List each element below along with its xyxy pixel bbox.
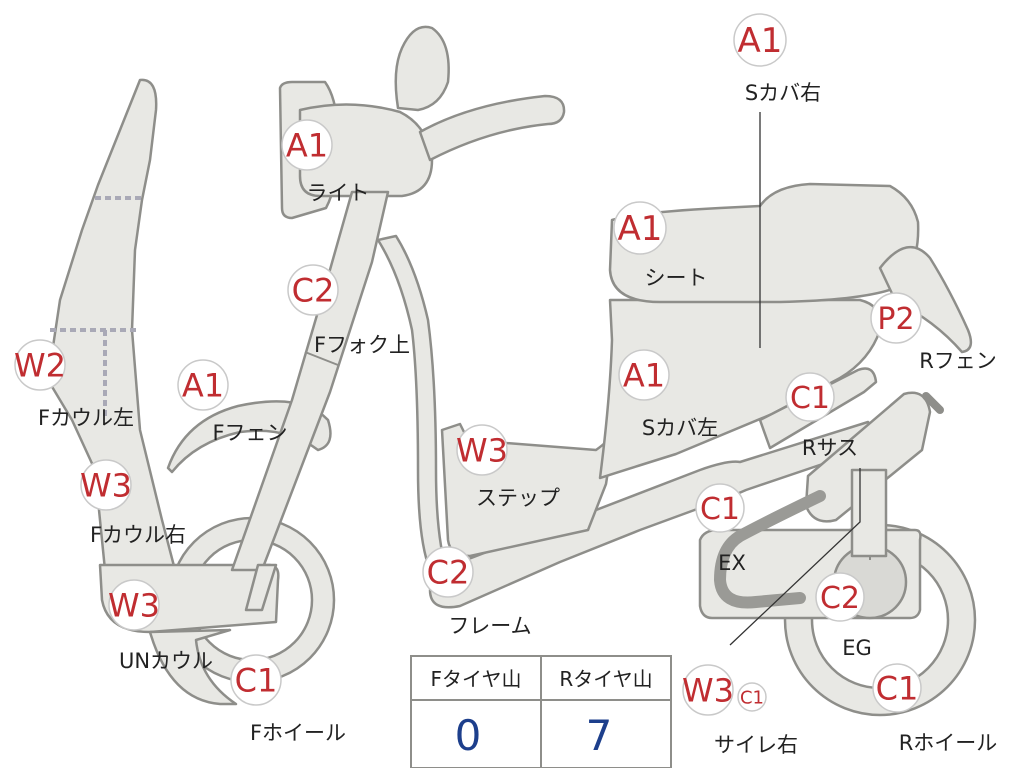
side-reflector-r-label: サイレ右 — [714, 733, 798, 757]
r-fender-label: Rフェン — [919, 349, 997, 373]
light-label: ライト — [307, 181, 370, 205]
r-suspension-label: Rサス — [802, 436, 858, 460]
f-cowl-right-grade: W3 — [80, 467, 132, 505]
r-wheel-label: Rホイール — [899, 731, 998, 755]
front-tire-value: 0 — [455, 711, 482, 760]
step-label: ステップ — [476, 486, 560, 510]
front-tire-header: Fタイヤ山 — [431, 667, 522, 691]
f-fender-grade: A1 — [182, 367, 224, 405]
seat-label: シート — [645, 266, 708, 290]
s-cover-r-label: Sカバ右 — [745, 81, 821, 105]
r-suspension-badge — [785, 372, 835, 422]
under-cowl-grade: W3 — [108, 587, 160, 625]
f-cowl-left-badge — [14, 339, 66, 391]
r-suspension-grade: C1 — [790, 381, 830, 416]
under-cowl-label: UNカウル — [119, 649, 213, 673]
frame-badge — [422, 546, 474, 598]
f-wheel-badge — [230, 654, 282, 706]
exhaust-badge — [695, 483, 745, 533]
side-reflector-r-grade: W3 — [682, 672, 734, 710]
f-cowl-right-badge — [80, 459, 132, 511]
f-fork-upper-grade: C2 — [292, 272, 335, 310]
engine-badge — [815, 572, 865, 622]
engine-label: EG — [842, 636, 872, 660]
s-cover-r-badge — [733, 13, 787, 67]
seat-badge — [613, 201, 667, 255]
frame-grade: C2 — [427, 554, 470, 592]
r-fender-grade: P2 — [877, 302, 914, 337]
seat-grade: A1 — [618, 209, 663, 249]
r-fender-badge — [870, 292, 922, 344]
s-cover-l-label: Sカバ左 — [642, 416, 718, 440]
r-wheel-grade: C1 — [876, 670, 919, 708]
tire-tread-table: Fタイヤ山 Rタイヤ山 0 7 — [410, 655, 672, 768]
f-wheel-label: Fホイール — [250, 721, 346, 745]
f-fender-label: Fフェン — [212, 421, 287, 445]
part-seat[interactable]: A1 シート — [613, 201, 708, 290]
f-cowl-left-label: Fカウル左 — [38, 406, 134, 430]
engine-grade: C2 — [820, 581, 860, 616]
f-fork-upper-label: Fフォク上 — [314, 333, 410, 357]
leader-lines — [729, 112, 861, 646]
s-cover-r-grade: A1 — [738, 21, 783, 61]
side-reflector-r-secondary-grade: C1 — [740, 687, 764, 708]
part-side-reflector-r[interactable]: W3 C1 サイレ右 — [682, 664, 798, 757]
rear-tire-header: Rタイヤ山 — [559, 667, 652, 691]
exhaust-grade: C1 — [700, 492, 740, 527]
light-grade: A1 — [286, 127, 328, 165]
f-fender-badge — [177, 359, 229, 411]
side-reflector-r-badge — [682, 664, 734, 716]
part-frame[interactable]: C2 フレーム — [422, 546, 532, 638]
f-cowl-left-grade: W2 — [14, 347, 66, 385]
f-fork-upper-badge — [287, 264, 339, 316]
rear-tire-value: 7 — [586, 711, 613, 760]
exhaust-label: EX — [718, 551, 746, 575]
part-step[interactable]: W3 ステップ — [456, 424, 560, 510]
s-cover-l-grade: A1 — [623, 357, 665, 395]
s-cover-l-badge — [618, 349, 670, 401]
part-annotations: A1Sカバ右A1ライトA1シートC2Fフォク上P2RフェンW2Fカウル左A1Fフ… — [14, 13, 998, 757]
part-light[interactable]: A1 ライト — [281, 119, 370, 205]
step-badge — [456, 424, 508, 476]
step-grade: W3 — [456, 432, 508, 470]
r-wheel-badge — [872, 663, 922, 713]
light-badge — [281, 119, 333, 171]
frame-label: フレーム — [448, 614, 531, 638]
side-reflector-r-secondary-badge — [737, 682, 767, 712]
f-cowl-right-label: Fカウル右 — [90, 523, 186, 547]
f-wheel-grade: C1 — [235, 662, 278, 700]
under-cowl-badge — [108, 579, 160, 631]
